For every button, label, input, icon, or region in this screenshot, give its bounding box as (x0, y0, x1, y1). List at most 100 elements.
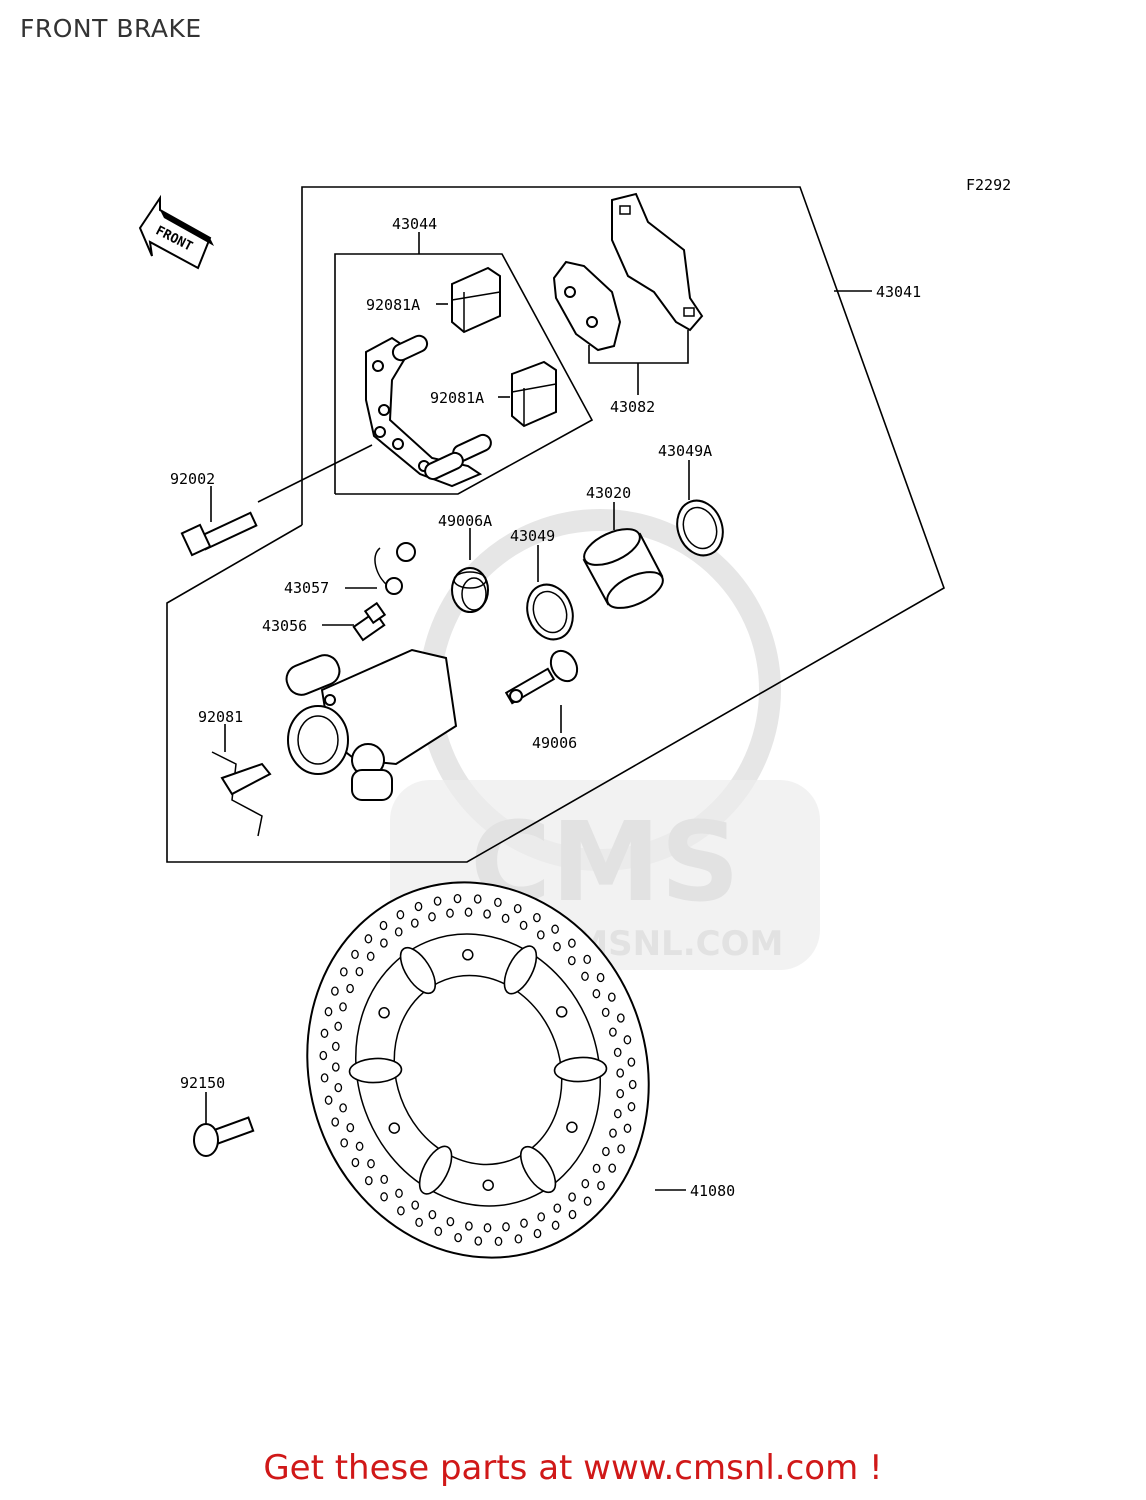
disc-hole (613, 1047, 622, 1058)
disc-hole (364, 1175, 373, 1186)
disc-hole (465, 1221, 473, 1231)
disc-hole (502, 1222, 510, 1232)
disc-hole (613, 1109, 622, 1119)
piston-seal (526, 583, 574, 641)
label-49006: 49006 (532, 734, 577, 752)
disc-hole (464, 907, 473, 917)
disc-hole (446, 908, 454, 918)
pad-clip-lower (511, 360, 557, 428)
label-43082: 43082 (610, 398, 655, 416)
disc-hole (367, 1159, 375, 1169)
disc-hole (395, 1188, 403, 1198)
disc-hole (324, 1095, 333, 1105)
disc-hole (568, 1192, 576, 1202)
disc-slot (503, 945, 538, 995)
disc-hole (494, 1236, 503, 1247)
disc-hole (355, 1141, 364, 1151)
disc-hole (494, 897, 502, 908)
disc-hole (513, 903, 522, 914)
label-43044: 43044 (392, 215, 437, 233)
disc-hole (583, 1196, 592, 1206)
disc-hole (627, 1102, 636, 1112)
disc-holes (319, 893, 637, 1247)
page-title: FRONT BRAKE (20, 14, 202, 43)
disc-hole (320, 1028, 329, 1038)
dust-boot (451, 567, 489, 613)
disc-hole (331, 986, 339, 996)
disc-hole (583, 954, 592, 965)
label-43049: 43049 (510, 527, 555, 545)
disc-hole (339, 1002, 347, 1012)
brake-pad-front (552, 260, 622, 352)
disc-hole (567, 955, 576, 966)
disc-hole (379, 920, 388, 931)
disc-hole (616, 1013, 625, 1023)
disc-mount-hole (566, 1121, 578, 1133)
footer-link[interactable]: Get these parts at www.cmsnl.com ! (263, 1448, 883, 1488)
disc-hole (433, 896, 442, 906)
disc-hole (519, 920, 528, 931)
caliper-assembly-outline (166, 186, 945, 863)
disc-hole (380, 938, 388, 948)
label-43049a: 43049A (658, 442, 712, 460)
disc-hole (553, 942, 561, 952)
disc-hole (607, 992, 616, 1002)
disc-slot (553, 1056, 608, 1083)
disc-hole (340, 1138, 349, 1148)
label-43041: 43041 (876, 283, 921, 301)
disc-hole (351, 1157, 360, 1168)
label-92150: 92150 (180, 1074, 225, 1092)
disc-hole (592, 1163, 601, 1174)
disc-hole (602, 1146, 610, 1157)
disc-hole (533, 1228, 542, 1239)
disc-hole (514, 1234, 523, 1244)
bracket-assembly-outline (334, 253, 594, 495)
label-92081a-upper: 92081A (366, 296, 420, 314)
disc-mount-hole (555, 1006, 568, 1018)
disc-hole (592, 989, 601, 999)
disc-hole (623, 1035, 632, 1045)
piston (582, 528, 664, 609)
disc-hole (410, 918, 419, 928)
disc-hole (520, 1218, 528, 1228)
disc-bolt (193, 1116, 255, 1157)
label-92081a-lower: 92081A (430, 389, 484, 407)
slide-pin (504, 649, 579, 705)
disc-hole (415, 1217, 423, 1228)
disc-hole (616, 1088, 625, 1099)
disc-hole (334, 1021, 343, 1031)
disc-hole (537, 1212, 546, 1222)
disc-mount-hole (378, 1007, 390, 1019)
label-43056: 43056 (262, 617, 307, 635)
disc-hole (411, 1200, 420, 1210)
disc-slot (519, 1145, 557, 1194)
disc-hole (364, 934, 373, 944)
disc-hole (414, 901, 423, 912)
disc-hole (533, 912, 541, 923)
label-43020: 43020 (586, 484, 631, 502)
pad-spring (211, 751, 272, 837)
caliper-body (285, 648, 458, 801)
disc-hole (380, 1192, 388, 1202)
disc-hole (434, 1226, 443, 1237)
disc-hole (553, 1203, 562, 1213)
disc-hole (320, 1073, 329, 1083)
disc-hole (608, 1163, 617, 1173)
disc-hole (616, 1068, 625, 1078)
disc-slot (348, 1057, 403, 1084)
disc-mount-hole (388, 1122, 401, 1134)
disc-hole (446, 1216, 455, 1227)
disc-hole (453, 893, 462, 904)
disc-hole (454, 1232, 462, 1243)
disc-hole (597, 1180, 605, 1191)
caliper-bracket (365, 334, 492, 488)
disc-hole (568, 1209, 577, 1220)
label-92081: 92081 (198, 708, 243, 726)
pad-clip-upper (451, 266, 501, 334)
disc-hole (596, 972, 605, 983)
disc-hole (609, 1128, 617, 1138)
disc-hole (623, 1123, 632, 1133)
disc-hole (319, 1050, 328, 1061)
